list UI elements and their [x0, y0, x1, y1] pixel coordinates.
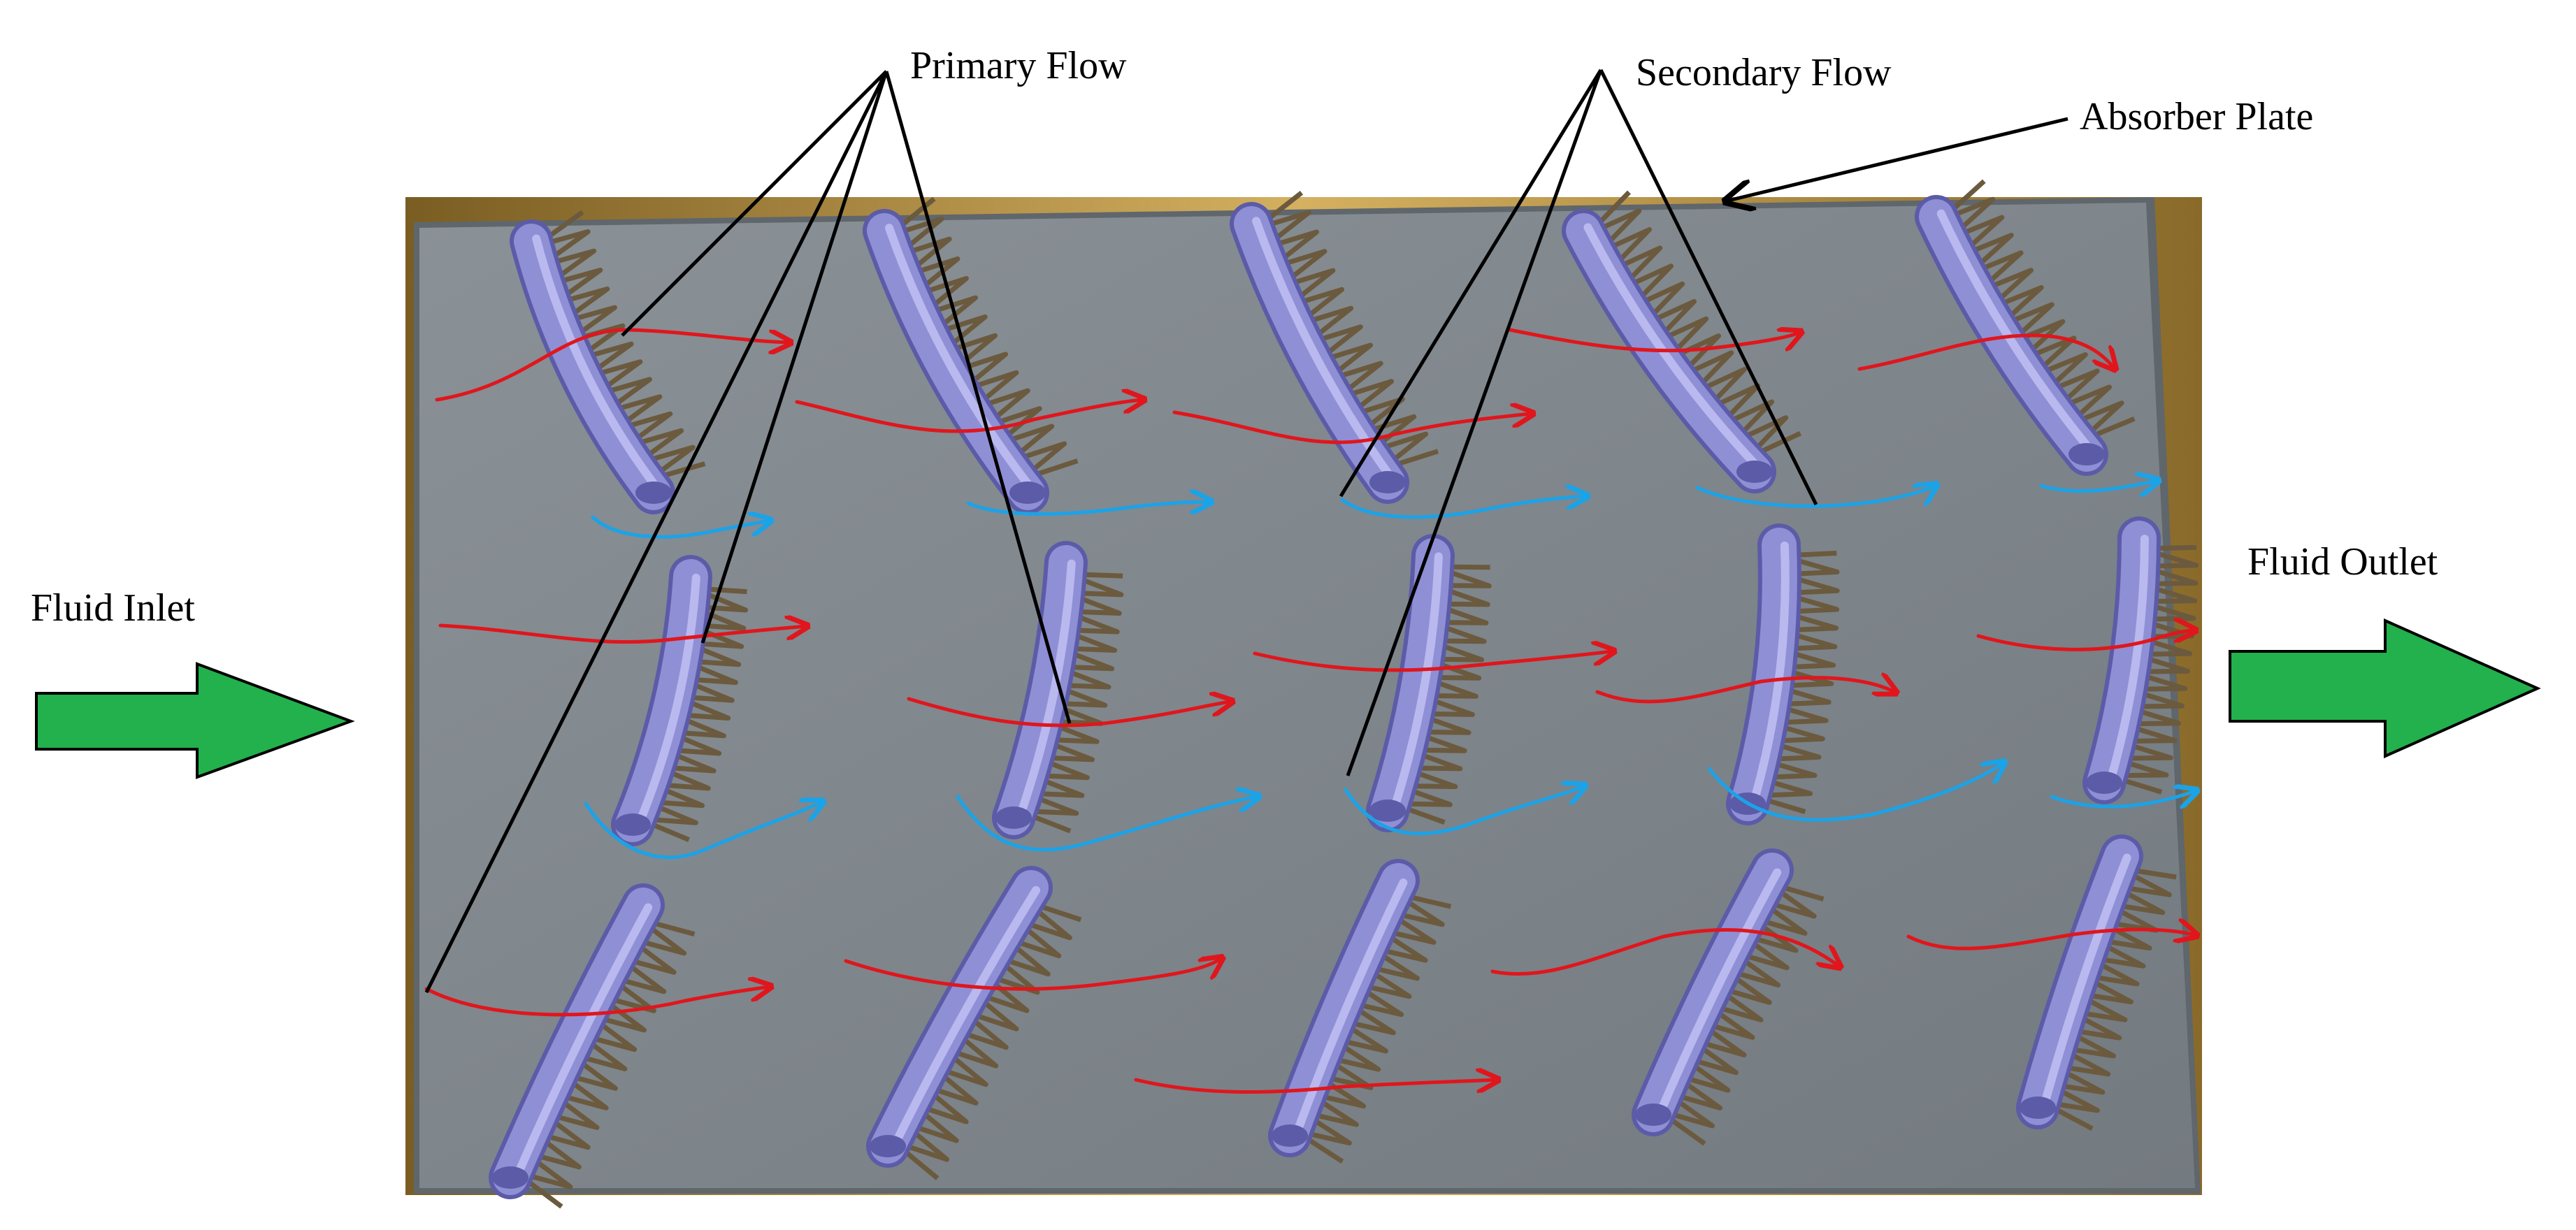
tube-surface — [1566, 213, 1772, 489]
tube-end — [2086, 772, 2122, 794]
primary-arrow — [1595, 678, 1894, 704]
primary-arrow — [424, 987, 769, 1017]
secondary-arrow — [1707, 763, 2003, 822]
secondary-arrow — [591, 517, 769, 539]
coiled-tube — [510, 210, 706, 514]
tube-end — [2068, 443, 2105, 465]
tube-highlight — [1583, 223, 1764, 473]
tube-highlight — [885, 224, 1037, 495]
primary-flow-leader — [700, 71, 888, 644]
primary-arrow — [1857, 333, 2114, 369]
fluid-inlet-arrow — [35, 662, 355, 779]
coiled-tube — [1562, 190, 1801, 493]
coiled-tube — [1366, 534, 1492, 832]
tube-end — [995, 806, 1032, 829]
secondary-arrow — [1340, 496, 1585, 519]
tube-surface — [870, 870, 1049, 1164]
coiled-tube — [863, 196, 1079, 514]
absorber-plate-label: Absorber Plate — [2080, 95, 2313, 138]
secondary-arrow — [1695, 486, 1935, 508]
tube-highlight — [1014, 559, 1076, 823]
tube-surface — [1234, 206, 1405, 500]
coiled-tube — [866, 866, 1082, 1180]
secondary-flow-leader — [1346, 69, 1603, 776]
secondary-flow-arrows — [584, 481, 2195, 859]
tube-end — [1736, 461, 1773, 483]
tube-surface — [1919, 199, 2104, 472]
secondary-flow-leader — [1599, 68, 1818, 506]
tube-end — [870, 1135, 906, 1157]
coiled-tube — [2016, 834, 2177, 1131]
tube-surface — [2087, 521, 2157, 800]
tube-end — [1369, 471, 1406, 493]
tube-surface — [1272, 863, 1416, 1153]
primary-arrow — [1490, 927, 1839, 976]
tube-end — [614, 813, 651, 836]
tube-highlight — [1748, 542, 1790, 809]
primary-arrow — [795, 400, 1142, 433]
tube-end — [1369, 800, 1406, 822]
primary-flow-label: Primary Flow — [910, 44, 1127, 87]
tube-surface — [2020, 839, 2139, 1125]
secondary-arrow — [956, 797, 1257, 852]
fluid-inlet-label: Fluid Inlet — [31, 586, 195, 630]
tube-highlight — [532, 234, 663, 495]
secondary-arrow — [1344, 786, 1583, 836]
tube-highlight — [511, 903, 653, 1185]
absorber-plate-leader — [1725, 117, 2068, 201]
primary-flow-leader — [884, 71, 1072, 724]
tube-surface — [996, 545, 1084, 835]
secondary-flow-label: Secondary Flow — [1636, 51, 1892, 94]
coiled-tube — [2082, 516, 2199, 804]
primary-flow-leader — [621, 70, 888, 337]
tube-surface — [1636, 853, 1790, 1132]
tube-end — [1635, 1104, 1671, 1126]
primary-arrow — [1976, 630, 2194, 651]
primary-arrow — [1253, 651, 1612, 672]
fluid-outlet-label: Fluid Outlet — [2247, 540, 2438, 584]
tube-end — [1272, 1124, 1308, 1147]
primary-arrow — [1906, 929, 2195, 950]
primary-arrow — [435, 328, 789, 402]
tube-end — [2020, 1097, 2056, 1119]
tube-end — [492, 1166, 528, 1189]
tube-surface — [514, 224, 671, 510]
tube-highlight — [633, 573, 700, 830]
coiled-tube — [489, 883, 696, 1209]
primary-arrow — [1508, 330, 1799, 353]
tube-end — [635, 482, 672, 504]
secondary-arrow — [2050, 791, 2195, 806]
tube-highlight — [1388, 552, 1443, 816]
tube-highlight — [1290, 878, 1408, 1143]
primary-arrow — [907, 699, 1230, 728]
tube-highlight — [2038, 853, 2131, 1114]
secondary-arrow — [966, 502, 1209, 516]
primary-arrow — [438, 625, 805, 644]
primary-flow-arrows — [424, 328, 2195, 1094]
tube-surface — [493, 888, 661, 1195]
tube-surface — [1730, 528, 1797, 821]
labels: Primary Flow Secondary Flow Absorber Pla… — [31, 44, 2438, 630]
tube-end — [1009, 482, 1046, 504]
tube-surface — [615, 559, 708, 842]
coiled-tubes — [489, 179, 2199, 1209]
helical-coil — [1585, 190, 1801, 461]
leader-lines — [424, 68, 2068, 994]
primary-flow-leader — [424, 70, 888, 994]
primary-arrow — [844, 959, 1221, 991]
tube-surface — [867, 213, 1045, 510]
primary-arrow — [1134, 1080, 1496, 1094]
secondary-flow-leader — [1339, 68, 1603, 498]
tube-surface — [1370, 538, 1451, 828]
secondary-arrow — [2039, 481, 2157, 491]
coiled-tube — [1268, 859, 1452, 1164]
tube-highlight — [888, 885, 1040, 1153]
tube-highlight — [1654, 868, 1782, 1122]
tube-highlight — [2105, 535, 2149, 788]
fluid-outlet-arrow — [2229, 618, 2541, 759]
coiled-tube — [992, 541, 1124, 839]
secondary-arrow — [584, 802, 821, 859]
coiled-tube — [1632, 848, 1825, 1146]
